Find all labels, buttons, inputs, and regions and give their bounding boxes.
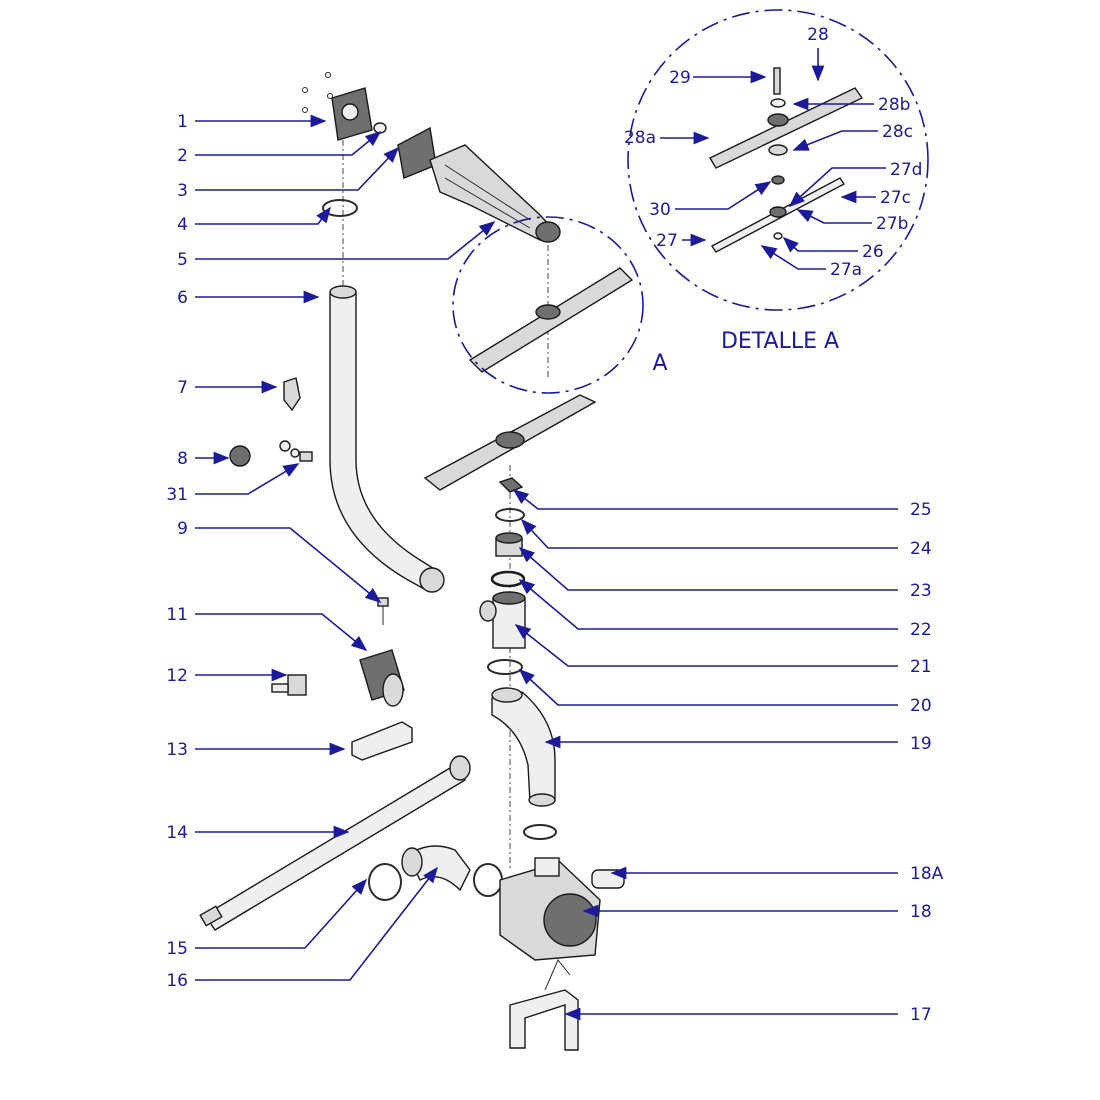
part-label-5: 5 [177, 250, 188, 270]
part-label-6: 6 [177, 288, 188, 308]
detail-label-28b: 28b [878, 95, 910, 115]
part-label-24: 24 [910, 539, 932, 559]
leader-line-5 [195, 220, 496, 260]
part-1-flange [302, 72, 373, 141]
part-25-gasket [498, 477, 524, 493]
part-label-9: 9 [177, 519, 188, 539]
detail-label-30: 30 [649, 200, 671, 220]
leader-line-detail-27d [788, 167, 886, 208]
part-21-tee [479, 591, 526, 649]
part-label-15: 15 [166, 939, 188, 959]
part-2-oring [373, 122, 387, 134]
part-label-16: 16 [166, 971, 188, 991]
parts-drawing [199, 67, 864, 1051]
leader-line-9 [195, 527, 382, 604]
part-8-valve [229, 445, 251, 467]
part-31-fitting [279, 440, 313, 462]
detail-label-27: 27 [656, 231, 678, 251]
part-label-23: 23 [910, 581, 932, 601]
detail-label-27c: 27c [880, 188, 911, 208]
detail-label-28: 28 [807, 25, 829, 45]
part-12-elbow [271, 674, 307, 696]
leader-line-2 [195, 130, 382, 156]
leader-lines [195, 48, 898, 1021]
part-label-21: 21 [910, 657, 932, 677]
part-label-12: 12 [166, 666, 188, 686]
part-label-18: 18 [910, 902, 932, 922]
leader-line-24 [520, 518, 898, 549]
part-23-nut [495, 532, 523, 557]
leader-line-22 [518, 578, 898, 630]
part-label-3: 3 [177, 181, 188, 201]
part-labels: 123456783191112131415162524232221201918A… [166, 25, 943, 1025]
leader-line-31 [195, 463, 300, 495]
leader-line-25 [512, 489, 898, 510]
detail-label-27b: 27b [876, 214, 908, 234]
part-label-7: 7 [177, 378, 188, 398]
leader-line-detail-27a [760, 245, 826, 270]
detail-label-27d: 27d [890, 160, 922, 180]
detail-label-26: 26 [862, 242, 884, 262]
lower-spray-arm [423, 394, 597, 491]
detail-label-29: 29 [669, 68, 691, 88]
callout-a-letter: A [652, 351, 667, 376]
part-24-ring [495, 508, 525, 522]
leader-line-23 [518, 546, 898, 591]
part-18-pump [499, 857, 601, 961]
part-label-19: 19 [910, 734, 932, 754]
part-3-gasket [397, 126, 437, 179]
part-label-25: 25 [910, 500, 932, 520]
part-15-clamp [368, 863, 402, 901]
part-14-hose [199, 755, 471, 931]
part-13-bracket [351, 721, 413, 761]
leader-line-3 [195, 146, 400, 191]
part-label-4: 4 [177, 215, 188, 235]
leader-line-detail-28c [792, 130, 878, 151]
leader-line-20 [518, 668, 898, 706]
part-6-pipe [329, 285, 445, 593]
part-4-clamp [322, 199, 358, 217]
part-5-supply-arm [429, 144, 561, 243]
leader-line-15 [195, 878, 368, 949]
detail-a-title: DETALLE A [721, 329, 839, 354]
part-17-bracket [509, 989, 579, 1051]
detail-parts [709, 67, 864, 253]
part-label-22: 22 [910, 620, 932, 640]
part-label-13: 13 [166, 740, 188, 760]
part-label-2: 2 [177, 146, 188, 166]
upper-spray-arm [468, 267, 634, 373]
part-label-14: 14 [166, 823, 188, 843]
part-7-connector [283, 377, 301, 412]
part-11-valve-body [359, 649, 405, 707]
part-label-1: 1 [177, 112, 188, 132]
part-label-31: 31 [166, 485, 188, 505]
part-label-20: 20 [910, 696, 932, 716]
leader-line-detail-30 [675, 181, 772, 210]
part-label-18A: 18A [910, 864, 944, 884]
detail-label-28c: 28c [882, 122, 913, 142]
part-label-8: 8 [177, 449, 188, 469]
part-20-clamp [487, 659, 523, 675]
part-19-s-hose [491, 687, 556, 807]
leader-line-11 [195, 613, 368, 652]
callout-a-circle [452, 216, 644, 394]
detail-label-28a: 28a [624, 128, 656, 148]
leader-line-21 [514, 624, 898, 667]
leader-line-detail-26 [782, 236, 858, 253]
part-label-11: 11 [166, 605, 188, 625]
detail-label-27a: 27a [830, 260, 862, 280]
part-16-elbow-hose [401, 845, 471, 892]
leader-line-detail-27b [796, 209, 872, 224]
leader-line-4 [195, 206, 331, 225]
part-22-seal [490, 570, 526, 588]
detail-a-circle [627, 9, 929, 311]
part-label-17: 17 [910, 1005, 932, 1025]
leader-line-16 [195, 866, 438, 981]
